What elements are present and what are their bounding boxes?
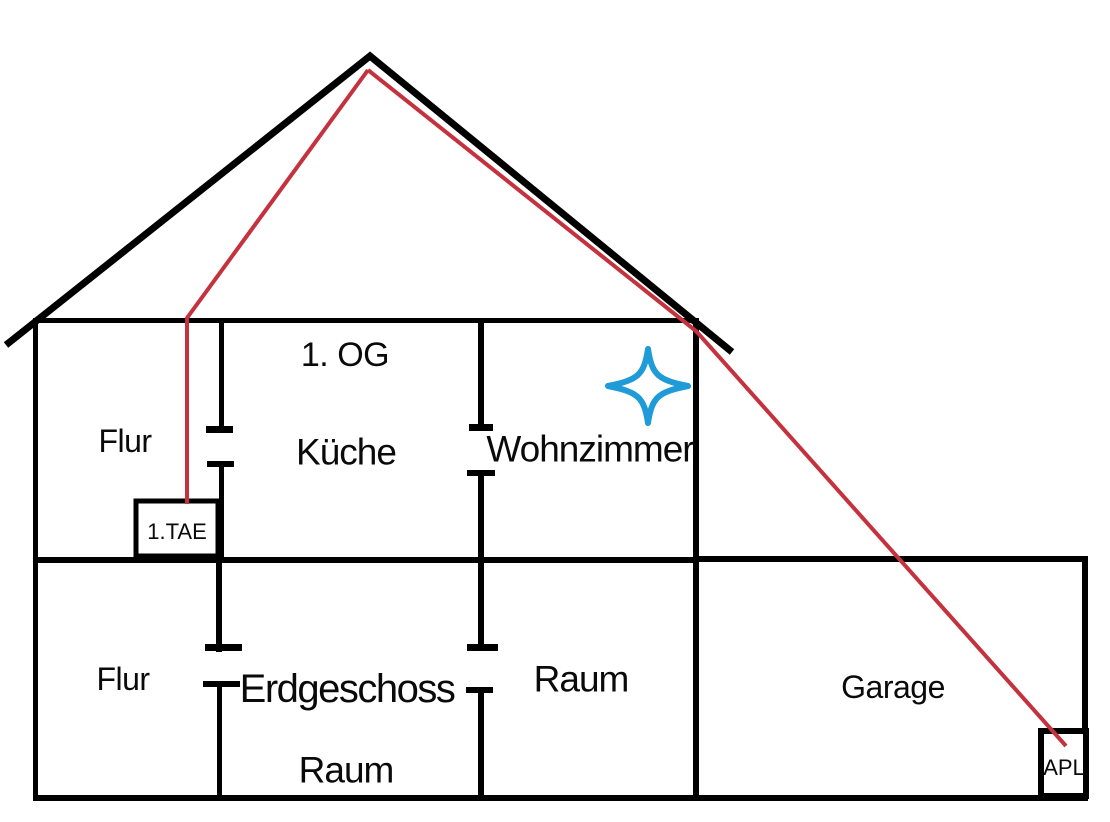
wall-eg-raum-lower: [478, 689, 484, 797]
room-label-flur-og: Flur: [98, 423, 152, 459]
ceiling-line-og: [33, 318, 698, 323]
tae-box-outline: [133, 498, 221, 559]
room-label-garage: Garage: [841, 669, 945, 705]
garage-right-wall: [1082, 556, 1088, 801]
door-jamb: [206, 426, 233, 433]
wall-og-flur-kueche-upper: [219, 321, 224, 433]
floor-line-og-eg: [33, 557, 698, 563]
wall-eg-flur-upper: [216, 560, 222, 652]
device-label-apl: APL: [1043, 755, 1085, 780]
wall-eg-raum-upper: [478, 560, 484, 651]
roof-outline: [3, 51, 735, 355]
left-outer-wall: [33, 318, 38, 801]
device-label-tae: 1.TAE: [147, 519, 207, 544]
garage-top-wall: [698, 556, 1088, 562]
wall-og-flur-kueche-lower: [219, 463, 224, 559]
door-jamb: [467, 644, 498, 651]
room-label-raum-unten: Raum: [298, 749, 395, 791]
room-label-kueche: Küche: [296, 431, 397, 473]
phone-cable-to-tae: [185, 68, 370, 504]
wall-og-kueche-wohnzimmer-upper: [478, 321, 484, 431]
wall-eg-flur-lower: [217, 683, 222, 797]
label-ground-floor: Erdgeschoss: [239, 667, 456, 711]
door-jamb: [469, 424, 493, 431]
room-label-flur-eg: Flur: [96, 661, 150, 697]
ground-line: [33, 795, 1088, 801]
room-label-wohnzimmer: Wohnzimmer: [486, 428, 694, 470]
label-first-floor: 1. OG: [300, 336, 390, 374]
sparkle-star-icon: [605, 346, 691, 426]
wall-og-kueche-wohnzimmer-lower: [478, 472, 484, 559]
apl-box-outline: [1038, 728, 1089, 799]
phone-cable-to-apl: [366, 68, 1068, 748]
right-house-wall: [693, 318, 699, 801]
room-label-raum-mitte: Raum: [533, 658, 630, 700]
door-jamb: [205, 644, 242, 651]
